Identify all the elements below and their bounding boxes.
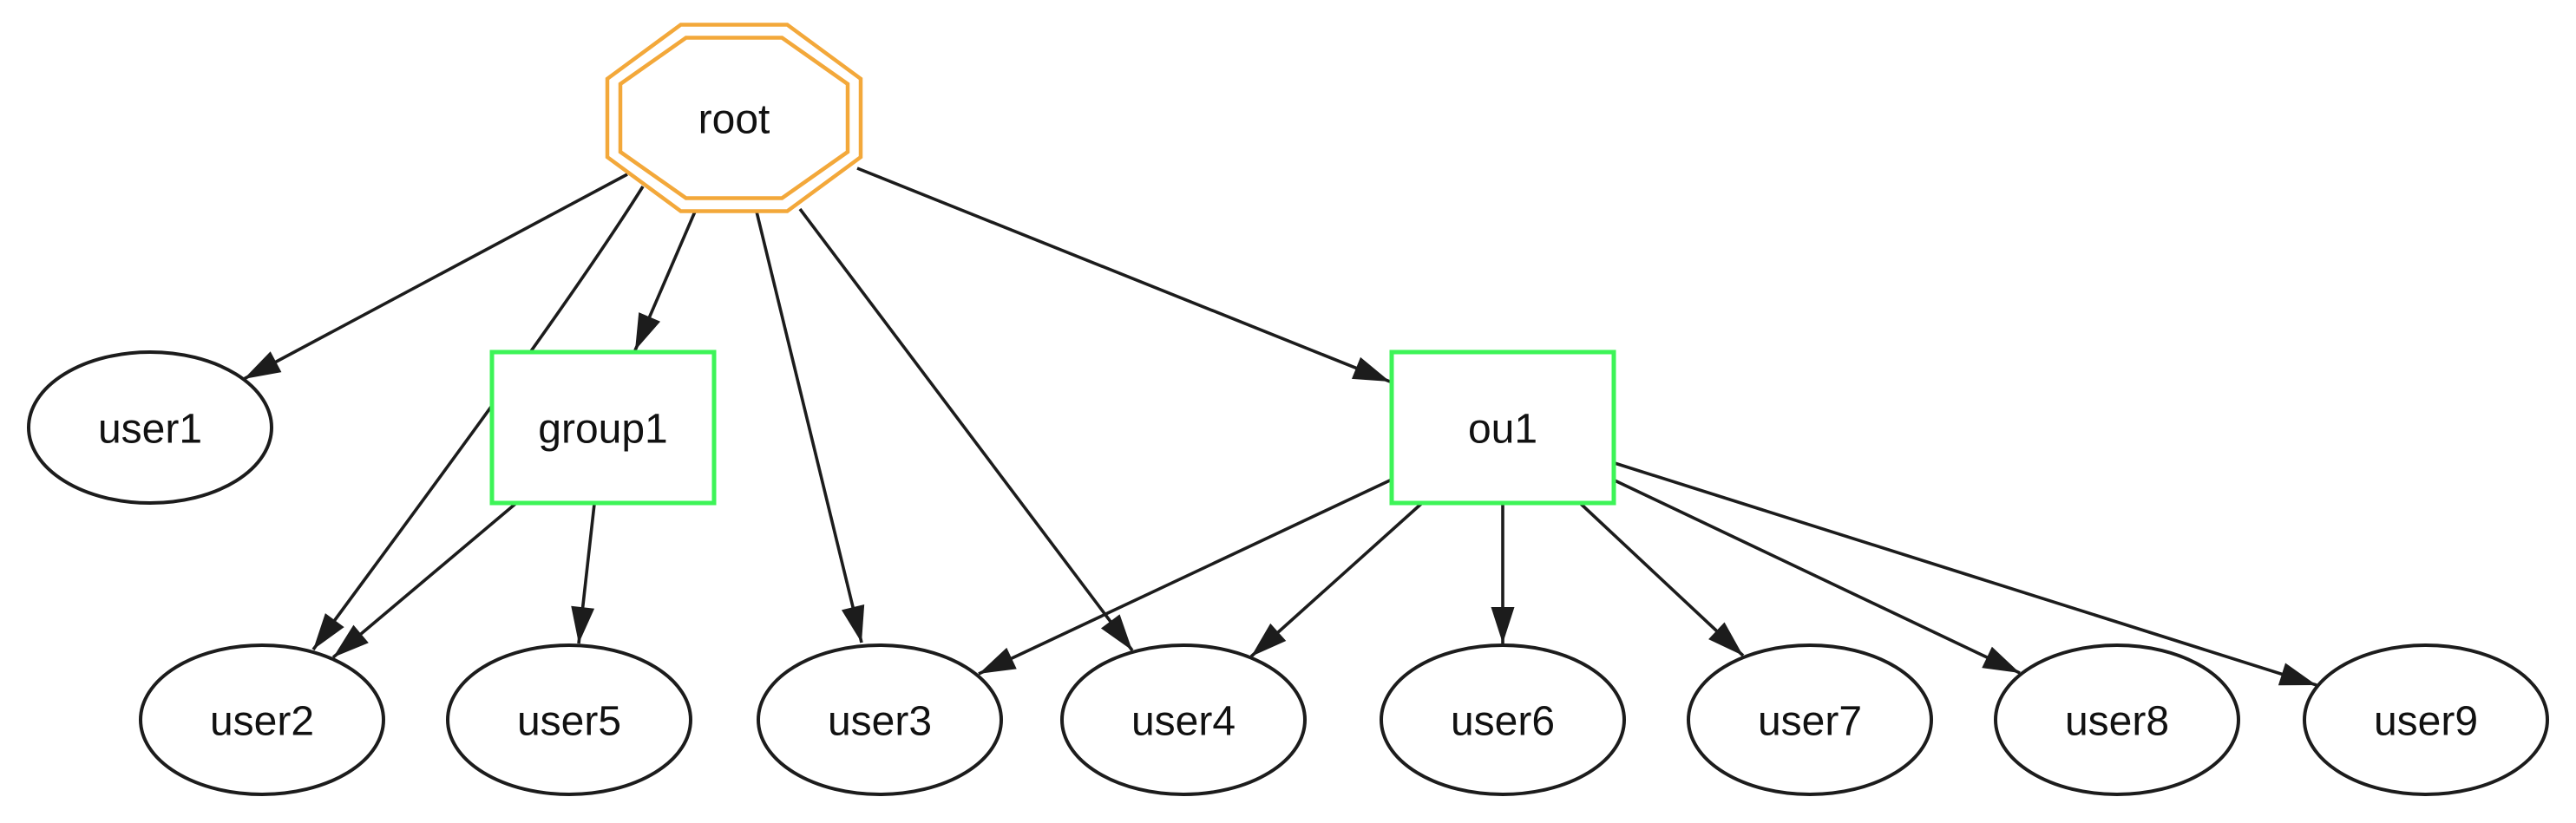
node-user8-label: user8	[2065, 699, 2169, 745]
node-user2: user2	[139, 643, 385, 796]
arrowhead-group1-user5	[571, 605, 595, 643]
node-user5: user5	[446, 643, 692, 796]
node-group1: group1	[489, 349, 717, 506]
arrowhead-root-group1	[635, 312, 661, 350]
node-user7-shape	[1687, 643, 1933, 796]
node-user2-label: user2	[210, 699, 314, 745]
edge-root-ou1	[856, 167, 1391, 383]
node-user8-shape	[1994, 643, 2240, 796]
node-user9-label: user9	[2374, 699, 2478, 745]
edge-group1-user2	[331, 502, 517, 659]
edges-layer	[243, 167, 2317, 687]
edge-ou1-user9	[1614, 461, 2317, 687]
node-user1: user1	[27, 350, 273, 505]
edge-ou1-user4	[1249, 502, 1423, 658]
node-ou1: ou1	[1389, 349, 1616, 506]
edge-ou1-user7	[1579, 502, 1745, 657]
node-user3: user3	[757, 643, 1003, 796]
node-ou1-label: ou1	[1468, 407, 1537, 453]
edge-ou1-user3	[978, 478, 1393, 676]
node-user4-shape	[1060, 643, 1307, 796]
arrowhead-root-user2	[313, 613, 344, 650]
node-user6-label: user6	[1451, 699, 1555, 745]
node-user5-shape	[446, 643, 692, 796]
node-ou1-shape	[1389, 349, 1616, 506]
node-root: root	[605, 23, 863, 213]
arrowhead-ou1-user4	[1251, 623, 1287, 656]
node-user9-shape	[2303, 643, 2549, 796]
node-group1-label: group1	[538, 407, 667, 453]
node-group1-shape	[489, 349, 717, 506]
arrowhead-root-user4	[1100, 614, 1132, 650]
arrowhead-ou1-user8	[1982, 646, 2020, 673]
arrowhead-ou1-user9	[2278, 663, 2317, 686]
arrowhead-group1-user2	[333, 624, 369, 657]
node-user2-shape	[139, 643, 385, 796]
node-user4: user4	[1060, 643, 1307, 796]
node-user5-label: user5	[517, 699, 621, 745]
arrowhead-ou1-user3	[979, 647, 1017, 674]
node-user1-label: user1	[98, 407, 202, 453]
arrowhead-root-user3	[841, 604, 865, 643]
node-user6: user6	[1380, 643, 1626, 796]
edge-root-user2	[311, 186, 645, 651]
node-user7: user7	[1687, 643, 1933, 796]
edge-root-user4	[798, 207, 1134, 652]
node-user9: user9	[2303, 643, 2549, 796]
arrowhead-root-ou1	[1351, 356, 1390, 382]
node-root-label: root	[698, 97, 770, 143]
node-user3-label: user3	[828, 699, 932, 745]
node-user3-shape	[757, 643, 1003, 796]
edge-root-user1	[243, 173, 628, 381]
edge-root-user3	[755, 211, 863, 643]
edge-ou1-user8	[1614, 479, 2021, 675]
node-user1-shape	[27, 350, 273, 505]
node-user7-label: user7	[1758, 699, 1862, 745]
arrowhead-ou1-user6	[1491, 607, 1515, 643]
arrowhead-root-user1	[244, 351, 282, 379]
nodes-layer: root user1 group1 ou1 user2 user5 user3 user4 us…	[27, 23, 2549, 796]
node-root-inner-shape	[618, 36, 850, 200]
node-user4-label: user4	[1131, 699, 1236, 745]
node-root-outer-shape	[605, 23, 863, 213]
node-user8: user8	[1994, 643, 2240, 796]
arrowhead-ou1-user7	[1708, 622, 1743, 656]
node-user6-shape	[1380, 643, 1626, 796]
